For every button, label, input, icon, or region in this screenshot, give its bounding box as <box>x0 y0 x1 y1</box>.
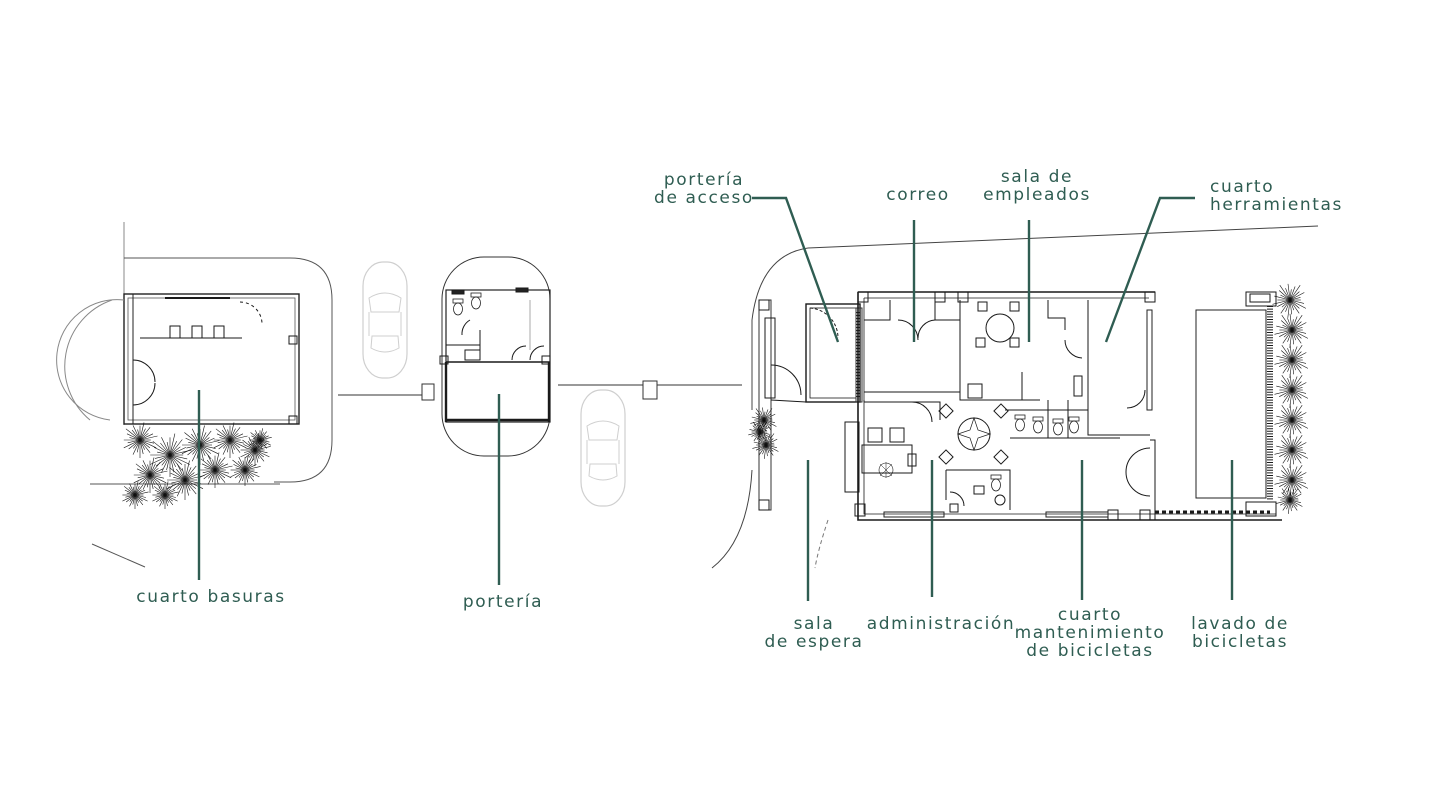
leader-lines <box>197 196 1234 601</box>
label-porteria: portería <box>463 593 543 611</box>
leader-cuarto-herramientas <box>1104 196 1195 343</box>
shrubs-garbage-room <box>122 422 272 509</box>
parked-car-2 <box>580 389 626 507</box>
label-line: sala de <box>1000 167 1074 187</box>
leader-porteria-acceso <box>752 196 840 343</box>
label-line: empleados <box>983 185 1091 205</box>
label-line: herramientas <box>1210 195 1343 215</box>
label-line: de bicicletas <box>1026 641 1154 661</box>
site-walls <box>338 380 742 401</box>
label-line: cuarto <box>1057 605 1123 625</box>
main-building-plan <box>711 225 1319 569</box>
garbage-room-plan <box>56 222 333 568</box>
label-line: cuarto <box>1210 177 1275 197</box>
label-correo: correo <box>886 186 950 204</box>
gatehouse-plan <box>439 256 551 457</box>
label-line: sala <box>793 614 835 634</box>
label-line: de espera <box>764 632 864 652</box>
label-cuarto-basuras: cuarto basuras <box>136 588 286 606</box>
label-line: portería <box>462 592 544 612</box>
parked-car-1 <box>362 261 408 379</box>
label-line: administración <box>866 614 1016 634</box>
label-administracion: administración <box>867 615 1016 633</box>
label-line: correo <box>886 185 950 205</box>
label-line: bicicletas <box>1191 632 1289 652</box>
shrubs-main <box>748 283 1309 514</box>
label-line: mantenimiento <box>1014 623 1166 643</box>
label-line: cuarto basuras <box>136 587 286 607</box>
label-line: de acceso <box>654 188 754 208</box>
label-line: lavado de <box>1191 614 1289 634</box>
label-line: portería <box>663 170 745 190</box>
